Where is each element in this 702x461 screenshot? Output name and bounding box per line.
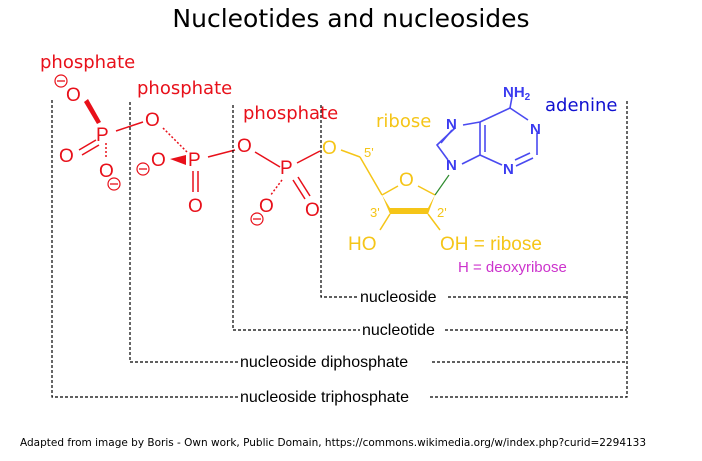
adenine-structure: N N N N NH2 <box>435 84 541 178</box>
svg-text:O: O <box>59 146 74 167</box>
svg-text:NH2: NH2 <box>503 84 531 103</box>
svg-text:N: N <box>530 121 541 138</box>
svg-text:O: O <box>305 200 320 221</box>
attribution-footer: Adapted from image by Boris - Own work, … <box>20 437 646 449</box>
oh-ribose-note: OH = ribose <box>440 234 542 255</box>
brackets: nucleoside nucleotide nucleoside diphosp… <box>51 100 628 406</box>
svg-text:P: P <box>96 125 109 146</box>
triphosphate-bracket-label: nucleoside triphosphate <box>240 389 409 406</box>
adenine-label: adenine <box>545 95 617 116</box>
svg-text:O: O <box>188 196 203 217</box>
svg-text:O: O <box>66 85 81 106</box>
svg-text:O: O <box>151 150 166 171</box>
svg-text:3': 3' <box>370 205 380 220</box>
phosphate-bonds <box>78 99 321 200</box>
svg-text:O: O <box>259 196 274 217</box>
page-title: Nucleotides and nucleosides <box>172 4 529 33</box>
ribose-structure: O O 5' 3' 2' HO OH = ribose H = deoxyrib… <box>322 138 567 276</box>
ribose-label: ribose <box>376 111 431 132</box>
svg-text:O: O <box>145 110 160 131</box>
diphosphate-bracket-label: nucleoside diphosphate <box>240 354 408 371</box>
nucleoside-bracket-label: nucleoside <box>360 289 437 306</box>
phosphate-label-2: phosphate <box>137 78 232 99</box>
svg-text:O: O <box>99 161 114 182</box>
phosphate-label-3: phosphate <box>243 103 338 124</box>
svg-text:N: N <box>446 116 457 133</box>
svg-text:O: O <box>237 136 252 157</box>
svg-text:2': 2' <box>437 205 447 220</box>
svg-text:N: N <box>503 161 514 178</box>
deoxyribose-note: H = deoxyribose <box>458 259 567 276</box>
svg-text:O: O <box>322 138 337 159</box>
nucleotide-bracket-label: nucleotide <box>362 322 435 339</box>
svg-text:P: P <box>188 150 201 171</box>
svg-text:5': 5' <box>364 145 374 160</box>
phosphate-atoms: O P O O O P O O O P O O <box>54 74 320 226</box>
phosphate-label-1: phosphate <box>40 52 135 73</box>
svg-text:P: P <box>280 158 293 179</box>
ho-group: HO <box>348 234 377 255</box>
svg-text:N: N <box>446 157 457 174</box>
svg-text:O: O <box>399 170 414 191</box>
